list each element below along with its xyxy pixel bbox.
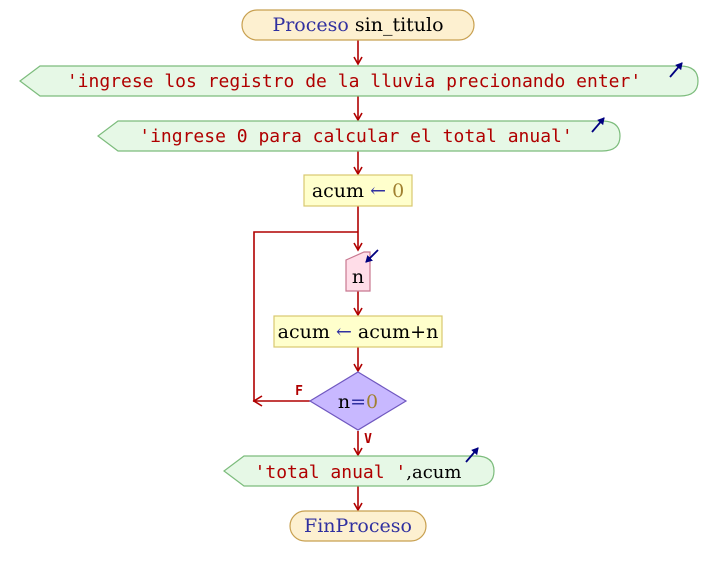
assign2-op: ← <box>336 321 352 343</box>
output-arrow-icon <box>669 62 683 78</box>
arrow-loop-back <box>253 231 358 402</box>
end-terminal[interactable]: FinProceso <box>289 510 427 542</box>
connectors <box>253 40 363 512</box>
decision-op: = <box>350 391 366 413</box>
svg-text:acum ← acum+n: acum ← acum+n <box>278 321 439 343</box>
output-step-1[interactable]: 'ingrese los registro de la lluvia preci… <box>19 62 699 97</box>
output-arrow-icon <box>591 117 605 133</box>
output-arrow-icon <box>465 447 479 463</box>
assign2-var: acum <box>278 321 330 343</box>
svg-text:n=0: n=0 <box>338 391 378 413</box>
output3-string: 'total anual ' <box>255 462 407 483</box>
svg-text:acum ← 0: acum ← 0 <box>312 180 404 202</box>
start-terminal[interactable]: Proceso sin_titulo <box>241 9 475 41</box>
assign-step-1[interactable]: acum ← 0 <box>303 174 413 207</box>
assign1-value: 0 <box>392 180 404 202</box>
start-keyword: Proceso <box>272 14 348 36</box>
decision-true-label: V <box>364 432 372 447</box>
svg-text:Proceso sin_titulo: Proceso sin_titulo <box>272 14 443 36</box>
output3-rest: ,acum <box>406 462 461 483</box>
assign1-op: ← <box>370 180 386 202</box>
input-step[interactable]: n <box>345 249 379 292</box>
output2-text: 'ingrese 0 para calcular el total anual' <box>139 126 572 147</box>
output-step-3[interactable]: 'total anual ',acum <box>223 447 495 487</box>
loop-back-arrowhead <box>252 395 263 407</box>
input-arrow-icon <box>365 249 379 263</box>
svg-text:'total anual ',acum: 'total anual ',acum <box>255 462 462 483</box>
assign-step-2[interactable]: acum ← acum+n <box>273 315 443 348</box>
end-label: FinProceso <box>304 515 412 537</box>
decision-value: 0 <box>366 391 378 413</box>
assign1-var: acum <box>312 180 364 202</box>
decision-step[interactable]: n=0 F V <box>295 371 408 447</box>
output1-text: 'ingrese los registro de la lluvia preci… <box>67 71 641 92</box>
start-name: sin_titulo <box>355 14 444 36</box>
input-var: n <box>352 266 364 288</box>
decision-false-label: F <box>295 384 303 399</box>
assign2-expr: acum+n <box>358 321 438 343</box>
decision-var: n <box>338 391 350 413</box>
output-step-2[interactable]: 'ingrese 0 para calcular el total anual' <box>97 117 621 152</box>
